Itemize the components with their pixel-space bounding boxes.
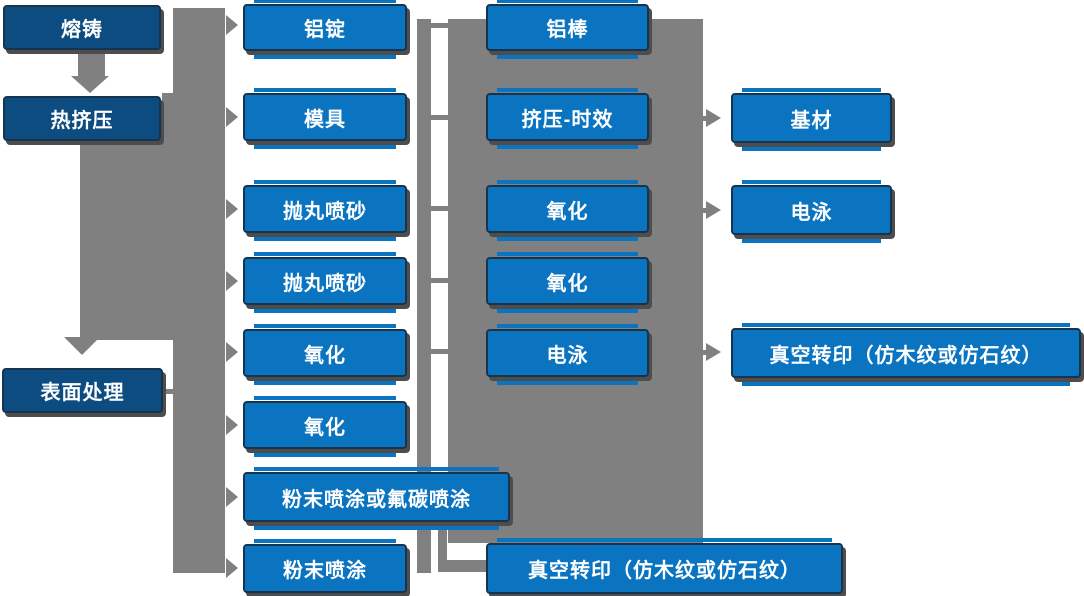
- arrow-to-oxidation-a-icon: [226, 342, 238, 362]
- connector-surface-treatment-stub: [161, 389, 177, 394]
- arrow-to-vacuum-transfer-b-icon: [706, 343, 721, 361]
- connector-stub-row1: [431, 23, 450, 28]
- node-powder-coating: 粉末喷涂: [243, 539, 407, 593]
- node-oxidation-d: 氧化: [486, 252, 649, 313]
- arrow-to-electrophoresis-b-icon: [706, 201, 721, 219]
- node-mold: 模具: [243, 88, 407, 149]
- node-base-material: 基材: [731, 88, 892, 151]
- node-vacuum-transfer-b: 真空转印（仿木纹或仿石纹）: [731, 323, 1081, 386]
- connector-base-material-stub: [701, 116, 708, 121]
- node-extrusion-aging: 挤压-时效: [486, 88, 649, 149]
- node-oxidation-a: 氧化: [243, 324, 407, 385]
- connector-block-left: [80, 140, 173, 340]
- arrow-down-to-surface-treatment-icon: [64, 337, 100, 355]
- node-surface-treatment: 表面处理: [2, 368, 163, 413]
- arrow-to-mold-icon: [226, 107, 238, 127]
- connector-melting-to-extrusion-band: [78, 49, 105, 77]
- node-vacuum-transfer-a: 真空转印（仿木纹或仿石纹）: [486, 538, 843, 594]
- connector-electrophoresis-stub: [701, 208, 708, 213]
- arrow-to-base-material-icon: [706, 109, 721, 127]
- arrow-to-powder-fluorocarbon-icon: [226, 487, 238, 507]
- node-electrophoresis-b: 电泳: [731, 180, 892, 243]
- connector-vacuum-transfer-stub: [701, 350, 708, 355]
- connector-strip-drop: [438, 523, 447, 572]
- node-shot-blasting-2: 抛丸喷砂: [243, 252, 407, 313]
- connector-strip-left: [417, 19, 431, 573]
- arrow-to-aluminum-ingot-icon: [226, 15, 238, 35]
- node-melting-casting: 熔铸: [3, 5, 161, 50]
- connector-stub-row2: [431, 115, 450, 120]
- arrow-to-shot-blasting-1-icon: [226, 199, 238, 219]
- arrow-down-to-hot-extrusion-icon: [71, 76, 109, 93]
- node-oxidation-b: 氧化: [243, 396, 407, 457]
- arrow-to-powder-coating-icon: [226, 558, 238, 578]
- connector-stub-row4: [431, 278, 450, 283]
- connector-bottom-link: [447, 560, 486, 572]
- node-aluminum-rod: 铝棒: [486, 0, 649, 59]
- node-electrophoresis-a: 电泳: [486, 324, 649, 385]
- node-powder-or-fluorocarbon: 粉末喷涂或氟碳喷涂: [243, 467, 510, 530]
- node-hot-extrusion: 热挤压: [3, 96, 161, 141]
- arrow-to-shot-blasting-2-icon: [226, 271, 238, 291]
- connector-stub-row3: [431, 206, 450, 211]
- connector-stub-row5: [431, 349, 450, 354]
- node-aluminum-ingot: 铝锭: [243, 0, 407, 59]
- node-oxidation-c: 氧化: [486, 180, 649, 241]
- arrow-to-oxidation-b-icon: [226, 415, 238, 435]
- connector-main-trunk: [173, 8, 225, 573]
- node-shot-blasting-1: 抛丸喷砂: [243, 180, 407, 241]
